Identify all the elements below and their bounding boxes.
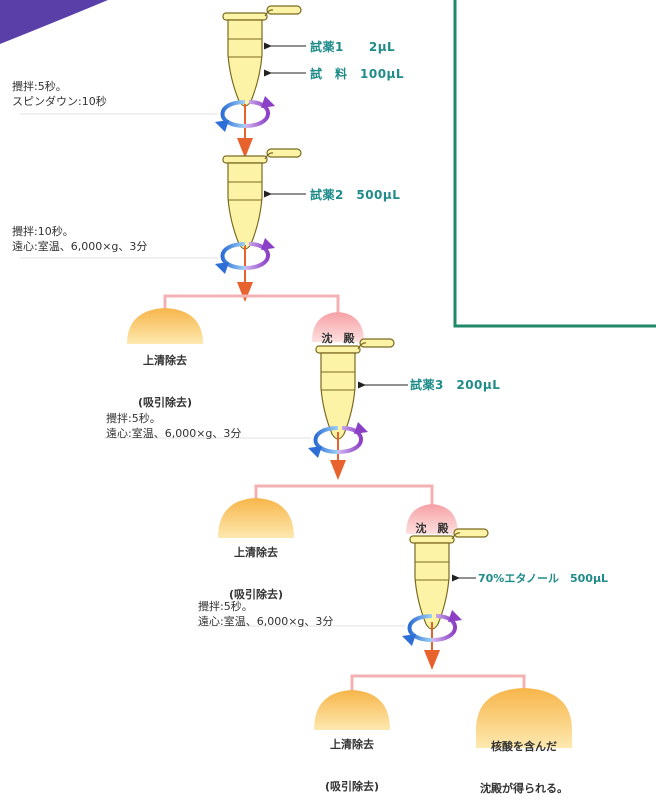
final-precipitate-blob [476,688,572,748]
reagent4-label: 70%エタノール 500μL [478,572,609,585]
supernatant-2-note: (吸引除去) [228,588,284,601]
supernatant-3-note: (吸引除去) [324,780,380,793]
precipitate-label-1: 沈 殿 [321,332,355,345]
tube-2 [222,148,302,250]
supernatant-removal-2: 上清除去 (吸引除去) [206,518,306,616]
reagent3-label: 試薬3 200μL [410,378,501,392]
supernatant-2-title: 上清除去 [234,546,278,559]
reagent1-label: 試薬1 2μL [310,40,396,54]
reagent2-label: 試薬2 500μL [310,188,401,202]
precipitate-blob-1 [312,312,364,342]
sample-label: 試 料 100μL [310,67,405,81]
precipitate-blob-2 [406,504,458,534]
final-result-line1: 核酸を含んだ [491,740,557,753]
final-result-text: 核酸を含んだ 沈殿が得られる。 [466,712,582,810]
banner-corner [0,0,108,44]
condition-1-line2: スピンダウン:10秒 [12,95,107,108]
condition-4-line1: 攪拌:5秒。 [198,600,253,613]
tube-1 [222,5,302,107]
precipitate-label-2: 沈 殿 [415,522,449,535]
condition-3-line2: 遠心:室温、6,000×g、3分 [106,427,242,440]
supernatant-1-note: (吸引除去) [137,396,193,409]
tube-4 [409,528,489,630]
condition-3-line1: 攪拌:5秒。 [106,412,161,425]
supernatant-blob-3 [314,690,390,730]
condition-2-line1: 攪拌:10秒。 [12,225,74,238]
final-result-line2: 沈殿が得られる。 [480,782,568,795]
condition-4-line2: 遠心:室温、6,000×g、3分 [198,615,334,628]
side-frame [453,0,656,328]
supernatant-blob-1 [127,308,203,344]
supernatant-1-title: 上清除去 [143,354,187,367]
condition-1-line1: 攪拌:5秒。 [12,80,67,93]
supernatant-3-title: 上清除去 [330,738,374,751]
supernatant-blob-2 [218,498,294,538]
supernatant-removal-3: 上清除去 (吸引除去) [302,710,402,808]
tube-3 [315,338,395,440]
condition-2-line2: 遠心:室温、6,000×g、3分 [12,240,148,253]
supernatant-removal-1: 上清除去 (吸引除去) [115,326,215,424]
